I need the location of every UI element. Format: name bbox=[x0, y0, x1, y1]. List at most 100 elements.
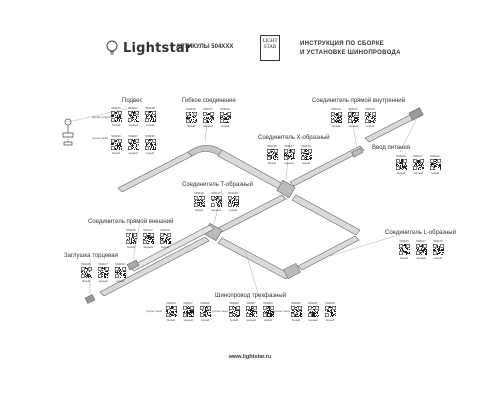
outer-connector bbox=[126, 259, 140, 271]
qr-article-number: 504136 bbox=[186, 107, 196, 111]
qr-code-icon bbox=[142, 233, 154, 244]
qr-article-number: 504117 bbox=[413, 154, 423, 158]
qr-article-number: 504137 bbox=[348, 107, 358, 111]
qr-code-icon bbox=[193, 196, 205, 207]
qr-item[interactable]: 504107 черный bbox=[97, 262, 109, 283]
qr-article-number: 504136 bbox=[267, 144, 277, 148]
track-segment-10 bbox=[129, 224, 215, 272]
qr-color-label: черный bbox=[203, 124, 213, 128]
note-trek-a: длина трека bbox=[146, 309, 162, 313]
x-connector bbox=[276, 179, 296, 199]
qr-code-icon bbox=[114, 267, 126, 278]
qr-color-label: черный bbox=[98, 279, 108, 283]
track-segment-5 bbox=[217, 194, 287, 233]
badge-line-1: LIGHT bbox=[262, 39, 278, 44]
qr-article-number: 504107 bbox=[98, 262, 108, 266]
qr-code-icon bbox=[110, 111, 122, 122]
qr-color-label: черный bbox=[348, 124, 358, 128]
qr-item[interactable]: 504117 черный bbox=[412, 154, 424, 175]
qr-code-icon bbox=[228, 306, 240, 317]
qr-code-icon bbox=[395, 159, 407, 170]
articles-label: АРТИКУЛЫ 504XXX bbox=[176, 44, 234, 50]
qr-article-number: 504129 bbox=[433, 239, 443, 243]
qr-article-number: 504137 bbox=[284, 144, 294, 148]
qr-color-label: белый bbox=[396, 171, 406, 175]
qr-article-number: 504026 bbox=[229, 301, 239, 305]
qr-color-label: белый bbox=[126, 245, 136, 249]
qr-article-number: 504036 bbox=[291, 301, 301, 305]
qr-code-icon bbox=[324, 306, 336, 317]
track-segment-3 bbox=[289, 145, 365, 187]
qr-code-icon bbox=[283, 149, 295, 160]
qr-article-number: 504136 bbox=[194, 191, 204, 195]
qr-code-icon bbox=[144, 139, 156, 150]
qr-article-number: 504196 bbox=[111, 106, 121, 110]
qr-item[interactable]: 504137 черный bbox=[347, 107, 359, 128]
qr-color-label: серый bbox=[263, 318, 273, 322]
qr-color-label: черный bbox=[413, 171, 423, 175]
inner-connector bbox=[351, 147, 364, 158]
qr-article-number: 504016 bbox=[166, 301, 176, 305]
footer-url[interactable]: www.lightstar.ru bbox=[228, 354, 272, 360]
brand-badge: LIGHT STAR bbox=[260, 35, 280, 61]
label-pryamoy-vnutr: Соединитель прямой внутренний bbox=[312, 98, 406, 104]
qr-code-icon bbox=[290, 306, 302, 317]
qr-color-label: серый bbox=[160, 245, 170, 249]
label-x-shaped: Соединитель X-образный bbox=[258, 135, 330, 141]
qr-code-icon bbox=[97, 267, 109, 278]
qr-code-icon bbox=[185, 112, 197, 123]
qr-code-icon bbox=[202, 112, 214, 123]
track-segment-6 bbox=[99, 236, 210, 297]
qr-color-label: серый bbox=[145, 123, 155, 127]
qr-color-label: белый bbox=[331, 124, 341, 128]
note-trek-c: длина трека bbox=[274, 309, 290, 313]
qr-color-label: белый bbox=[111, 151, 121, 155]
note-trek-b: длина трека bbox=[212, 309, 228, 313]
brand-name: Lightstar bbox=[123, 40, 192, 56]
